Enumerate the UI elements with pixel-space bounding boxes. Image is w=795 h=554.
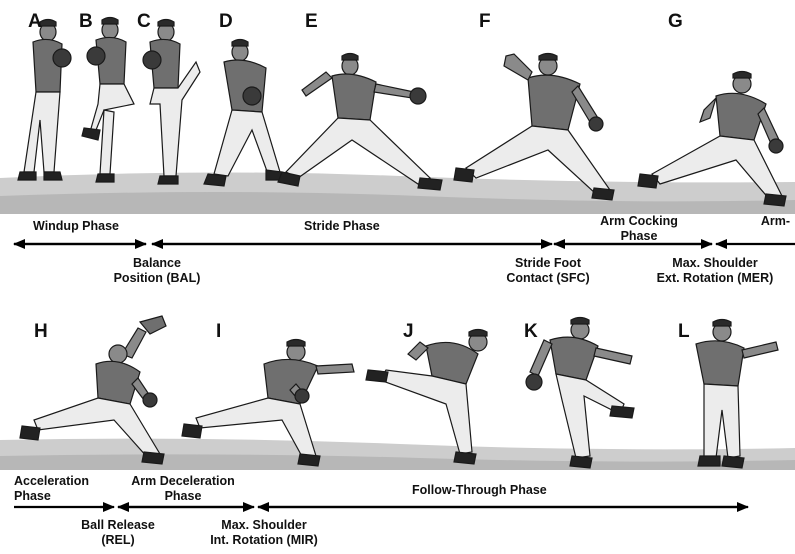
max-shoulder-ext-rotation-label: Max. Shoulder Ext. Rotation (MER) — [640, 256, 790, 286]
pitcher-figure-d — [204, 40, 282, 187]
arm-acceleration-cut-label: Arm- — [746, 214, 790, 229]
pitcher-figure-e — [278, 54, 442, 191]
frame-letter-a: A — [28, 12, 42, 31]
mir-line2: Int. Rotation (MIR) — [192, 533, 336, 548]
decel-line2: Phase — [118, 489, 248, 504]
frame-letter-j: J — [403, 322, 414, 341]
arm-deceleration-phase-label: Arm Deceleration Phase — [118, 474, 248, 504]
decel-line1: Arm Deceleration — [118, 474, 248, 489]
frame-letter-g: G — [668, 12, 683, 31]
frame-letter-h: H — [34, 322, 48, 341]
frame-letter-l: L — [678, 322, 690, 341]
arm-cocking-line1: Arm Cocking — [584, 214, 694, 229]
mer-line1: Max. Shoulder — [640, 256, 790, 271]
mer-line2: Ext. Rotation (MER) — [640, 271, 790, 286]
frame-letter-f: F — [479, 12, 491, 31]
pitcher-figure-a — [18, 20, 71, 181]
pitcher-figure-c — [143, 20, 200, 185]
ball-release-label: Ball Release (REL) — [58, 518, 178, 548]
pitcher-figure-b — [82, 18, 134, 183]
accel-line2: Phase — [14, 489, 89, 504]
stride-phase-label: Stride Phase — [304, 219, 380, 234]
rel-line1: Ball Release — [58, 518, 178, 533]
frame-letter-b: B — [79, 12, 93, 31]
bal-line1: Balance — [92, 256, 222, 271]
acceleration-phase-label: Acceleration Phase — [14, 474, 89, 504]
arm-cocking-phase-label: Arm Cocking Phase — [584, 214, 694, 244]
arm-cocking-line2: Phase — [584, 229, 694, 244]
max-shoulder-int-rotation-label: Max. Shoulder Int. Rotation (MIR) — [192, 518, 336, 548]
sfc-line2: Contact (SFC) — [488, 271, 608, 286]
stride-foot-contact-label: Stride Foot Contact (SFC) — [488, 256, 608, 286]
balance-position-label: Balance Position (BAL) — [92, 256, 222, 286]
frame-letter-d: D — [219, 12, 233, 31]
sfc-line1: Stride Foot — [488, 256, 608, 271]
windup-phase-label: Windup Phase — [33, 219, 119, 234]
bal-line2: Position (BAL) — [92, 271, 222, 286]
mir-line1: Max. Shoulder — [192, 518, 336, 533]
frame-letter-k: K — [524, 322, 538, 341]
pitcher-figure-l — [696, 320, 778, 469]
frame-letter-e: E — [305, 12, 318, 31]
frame-letter-i: I — [216, 322, 221, 341]
ground-bottom — [0, 439, 795, 470]
pitcher-figure-k — [526, 318, 634, 469]
accel-line1: Acceleration — [14, 474, 89, 489]
rel-line2: (REL) — [58, 533, 178, 548]
frame-letter-c: C — [137, 12, 151, 31]
pitcher-figure-f — [454, 54, 614, 201]
follow-through-phase-label: Follow-Through Phase — [412, 483, 547, 498]
